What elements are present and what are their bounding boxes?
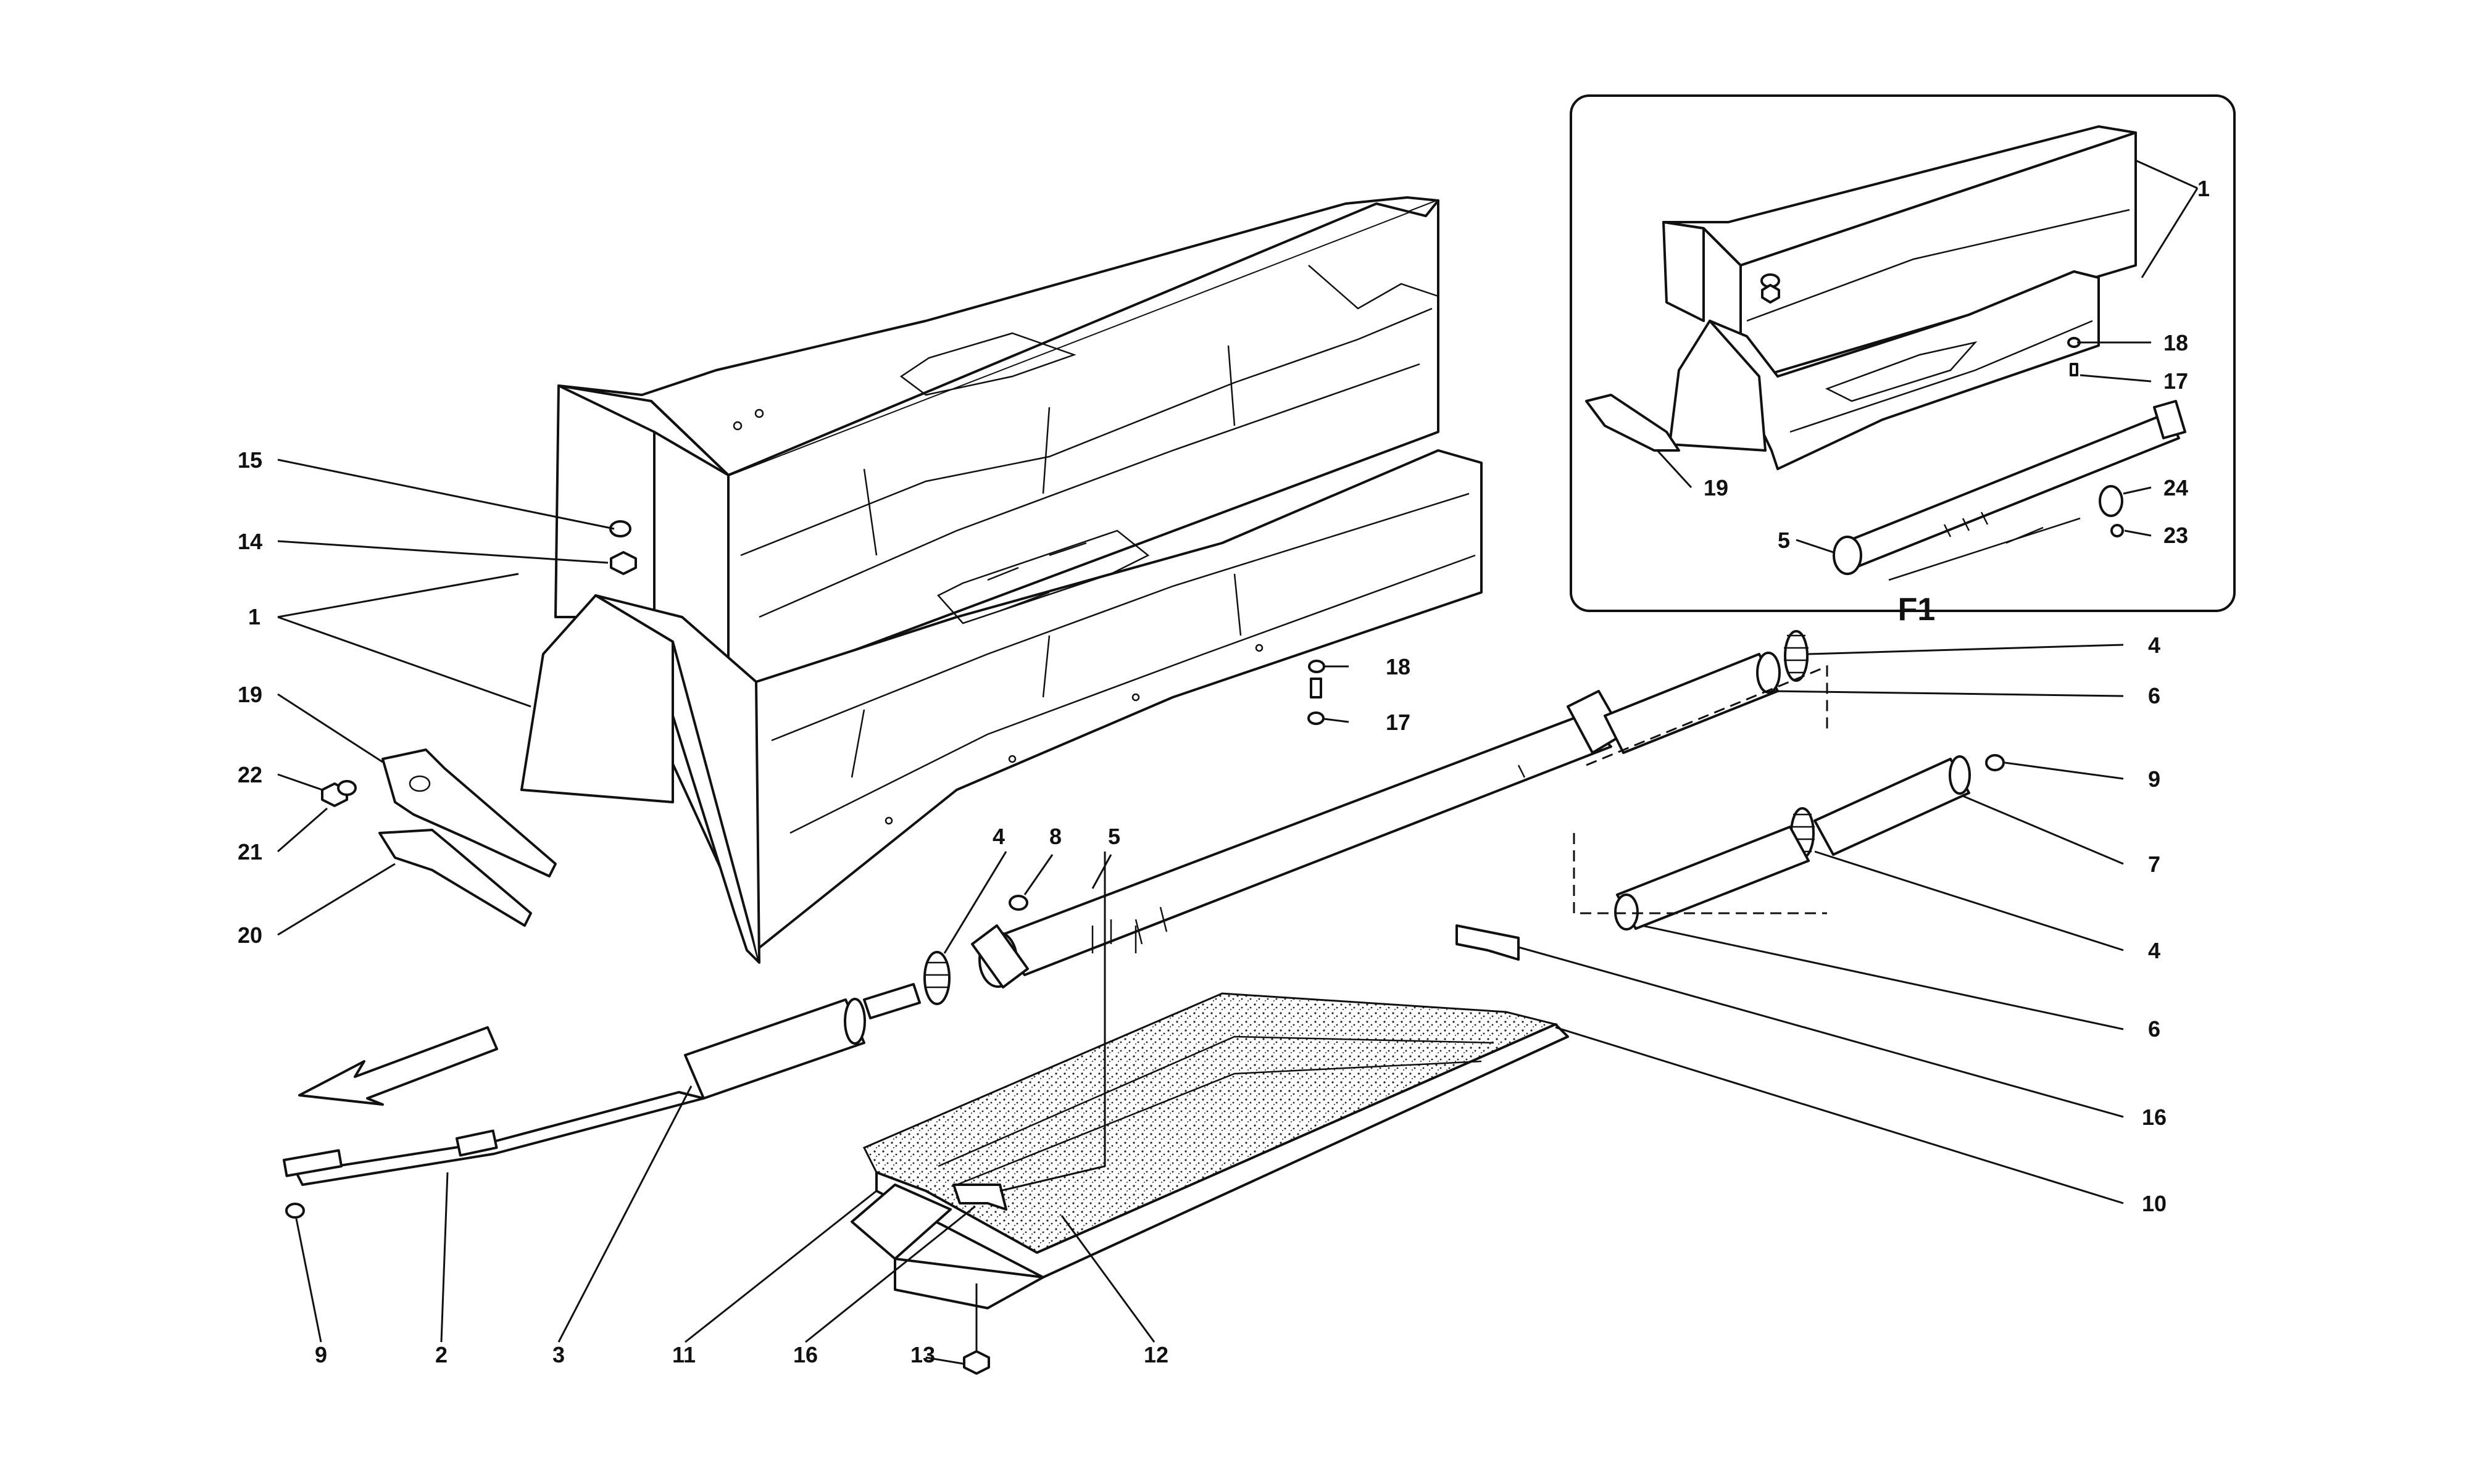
callout-5: 5 [1108, 824, 1120, 849]
callout-10: 10 [2142, 1191, 2167, 1216]
callout-4-right: 4 [2148, 938, 2160, 963]
callout-7: 7 [2148, 852, 2160, 877]
gear-4-left [923, 951, 951, 1005]
washer-18 [1308, 660, 1325, 673]
inset-callout-5: 5 [1778, 528, 1790, 553]
clamp-16-lower [952, 1183, 1007, 1211]
callout-22: 22 [238, 762, 262, 787]
callout-13: 13 [910, 1342, 935, 1367]
direction-arrow [298, 1026, 498, 1106]
callout-3: 3 [552, 1342, 565, 1367]
main-shaft-5 [971, 690, 1625, 989]
inset-f1 [1570, 94, 2236, 612]
clamp-16-upper [1455, 924, 1520, 961]
callout-20: 20 [238, 922, 262, 948]
callout-2: 2 [435, 1342, 448, 1367]
washer-8 [1009, 895, 1028, 911]
inset-callout-1: 1 [2197, 176, 2210, 201]
tube-7 [1813, 755, 1971, 856]
inset-callout-17: 17 [2163, 368, 2188, 394]
callout-14: 14 [238, 529, 262, 554]
callout-17: 17 [1386, 710, 1410, 735]
callout-16-bottom: 16 [793, 1342, 818, 1367]
inset-callout-18: 18 [2163, 330, 2188, 355]
callout-21: 21 [238, 839, 262, 864]
callout-6-upper: 6 [2148, 683, 2160, 708]
bolt-17 [1307, 678, 1325, 725]
tube-6-right [1614, 826, 1810, 931]
bracket-19 [381, 748, 557, 877]
washer-22 [337, 780, 357, 796]
tube-6-upper [1604, 652, 1781, 754]
nut-14 [610, 551, 637, 575]
callout-4-upper: 4 [2148, 632, 2160, 658]
leader-lines [277, 458, 2124, 1365]
callout-19: 19 [238, 682, 262, 707]
support-channel [851, 992, 1569, 1309]
cap-9-left [285, 1203, 305, 1219]
callout-9-left: 9 [315, 1342, 327, 1367]
drive-cable-2 [283, 1091, 705, 1186]
inset-callout-24: 24 [2163, 475, 2188, 500]
callout-8: 8 [1049, 824, 1062, 849]
cap-9-right [1985, 754, 2005, 771]
clamp-20 [378, 829, 532, 927]
callout-9-right: 9 [2148, 766, 2160, 792]
callout-6-right: 6 [2148, 1016, 2160, 1042]
group-bracket-lines [1573, 665, 1828, 914]
callout-1: 1 [248, 604, 260, 629]
callout-16-right: 16 [2142, 1105, 2167, 1130]
inset-callout-23: 23 [2163, 523, 2188, 548]
callout-15: 15 [238, 447, 262, 473]
lower-tunnel-cover [520, 449, 1483, 964]
gear-4-upper [1784, 630, 1809, 682]
callout-11: 11 [672, 1342, 696, 1367]
callout-labels: 15 14 1 19 22 21 20 18 17 4 6 9 7 4 6 16… [238, 176, 2210, 1367]
nut-13 [963, 1350, 990, 1375]
inset-callout-19: 19 [1704, 475, 1728, 500]
callout-12: 12 [1144, 1342, 1168, 1367]
inset-f1-label: F1 [1898, 592, 1936, 628]
sleeve-3 [684, 983, 921, 1100]
callout-18: 18 [1386, 654, 1410, 679]
callout-4-left: 4 [993, 824, 1005, 849]
